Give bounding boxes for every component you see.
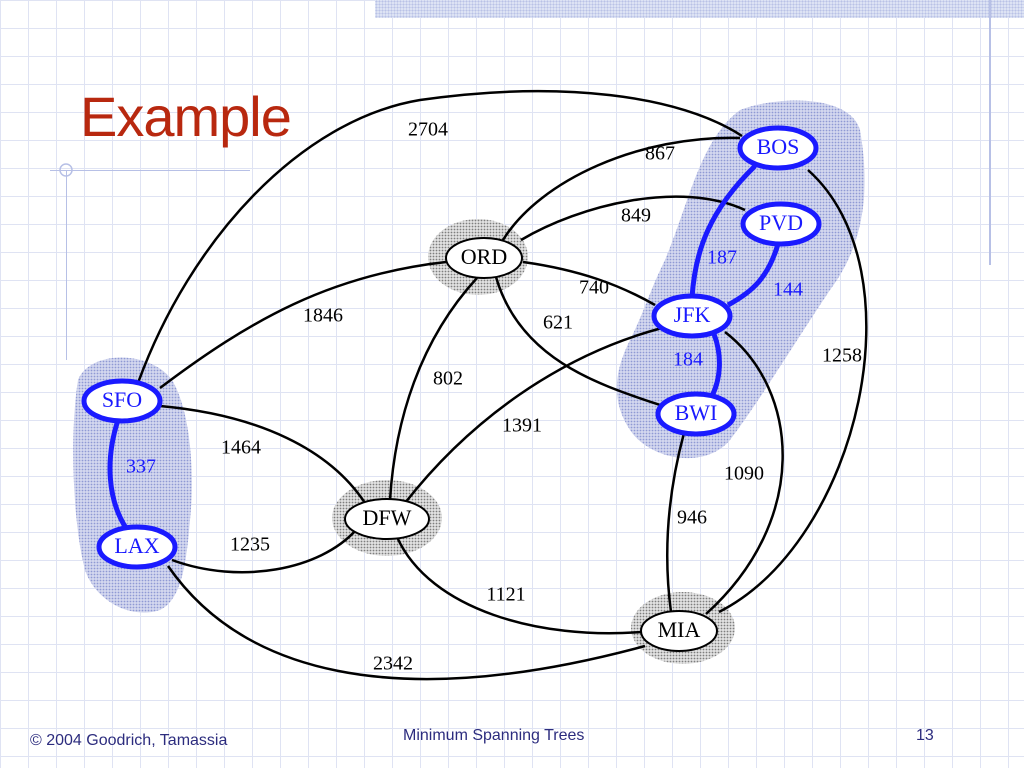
footer-title: Minimum Spanning Trees (403, 727, 585, 744)
edge-bwi-mia (666, 432, 686, 613)
edge-ord-pvd (520, 195, 746, 242)
vertex-ellipse (737, 125, 819, 171)
edge-weight-lax-dfw: 1235 (230, 534, 270, 556)
vertex-label: DFW (363, 505, 412, 530)
edge-ord-dfw (388, 277, 478, 501)
edge-jfk-bwi (709, 333, 722, 398)
edge-weight-sfo-lax: 337 (126, 456, 156, 478)
edge-jfk-mia (705, 331, 784, 615)
edge-sfo-bos (136, 89, 743, 384)
edge-sfo-dfw (159, 404, 367, 504)
vertex-pvd: PVD (740, 201, 822, 247)
edge-weight-sfo-ord: 1846 (303, 305, 343, 327)
edge-bos-mia (718, 169, 868, 614)
left-decorative-line (66, 170, 67, 360)
edge-lax-mia (166, 565, 646, 681)
edge-bos-jfk (689, 164, 757, 299)
vertex-bwi: BWI (655, 391, 737, 437)
edge-ord-jfk (522, 260, 656, 307)
vertex-bos: BOS (737, 125, 819, 171)
footer-copyright: © 2004 Goodrich, Tamassia (30, 732, 228, 749)
vertex-label: SFO (102, 387, 142, 412)
vertex-ellipse (96, 524, 178, 570)
edge-weight-ord-bwi: 621 (543, 312, 573, 334)
vertex-mia: MIA (640, 610, 718, 652)
edge-weight-lax-mia: 2342 (373, 653, 413, 675)
vertex-label: JFK (674, 302, 711, 327)
edge-dfw-mia (395, 536, 642, 635)
vertex-ellipse (344, 498, 430, 540)
edge-weight-jfk-bwi: 184 (673, 349, 703, 371)
vertex-sfo: SFO (81, 378, 163, 424)
edge-dfw-jfk (404, 326, 663, 504)
edge-pvd-jfk (726, 243, 781, 308)
edge-weight-ord-bos: 867 (645, 143, 675, 165)
right-decorative-line (989, 0, 991, 265)
vertex-dfw: DFW (344, 498, 430, 540)
edge-weight-bos-mia: 1258 (822, 345, 862, 367)
title-underline (50, 170, 250, 171)
edge-weight-bos-jfk: 187 (707, 247, 737, 269)
edge-weight-dfw-jfk: 1391 (502, 415, 542, 437)
vertex-label: BOS (757, 134, 800, 159)
east-cloud (616, 100, 865, 459)
vertex-label: ORD (461, 244, 507, 269)
vertex-label: BWI (675, 400, 718, 425)
vertex-ellipse (640, 610, 718, 652)
edge-weight-ord-dfw: 802 (433, 368, 463, 390)
footer-page-number: 13 (916, 727, 934, 744)
vertex-ellipse (740, 201, 822, 247)
edge-lax-dfw (171, 529, 357, 574)
edge-ord-bwi (494, 276, 661, 407)
edge-weight-ord-pvd: 849 (621, 205, 651, 227)
vertex-ord: ORD (445, 237, 523, 279)
edge-sfo-lax (107, 419, 129, 530)
edge-weight-pvd-jfk: 144 (773, 279, 803, 301)
vertex-label: LAX (114, 533, 159, 558)
crosshair-icon (59, 163, 73, 177)
edge-weight-jfk-mia: 1090 (724, 463, 764, 485)
edge-weight-ord-jfk: 740 (579, 277, 609, 299)
vertex-label: PVD (759, 210, 803, 235)
vertex-ellipse (655, 391, 737, 437)
vertex-ellipse (651, 293, 733, 339)
edge-weight-sfo-bos: 2704 (408, 119, 448, 141)
top-decorative-bar (375, 0, 1024, 18)
vertex-lax: LAX (96, 524, 178, 570)
vertex-label: MIA (658, 617, 701, 642)
edge-sfo-ord (159, 260, 447, 389)
vertex-ellipse (445, 237, 523, 279)
edge-ord-bos (501, 136, 741, 241)
edge-weight-dfw-mia: 1121 (486, 584, 525, 606)
vertex-jfk: JFK (651, 293, 733, 339)
edge-weight-sfo-dfw: 1464 (221, 437, 261, 459)
edge-weight-bwi-mia: 946 (677, 507, 707, 529)
slide-title: Example (80, 85, 292, 148)
vertex-ellipse (81, 378, 163, 424)
